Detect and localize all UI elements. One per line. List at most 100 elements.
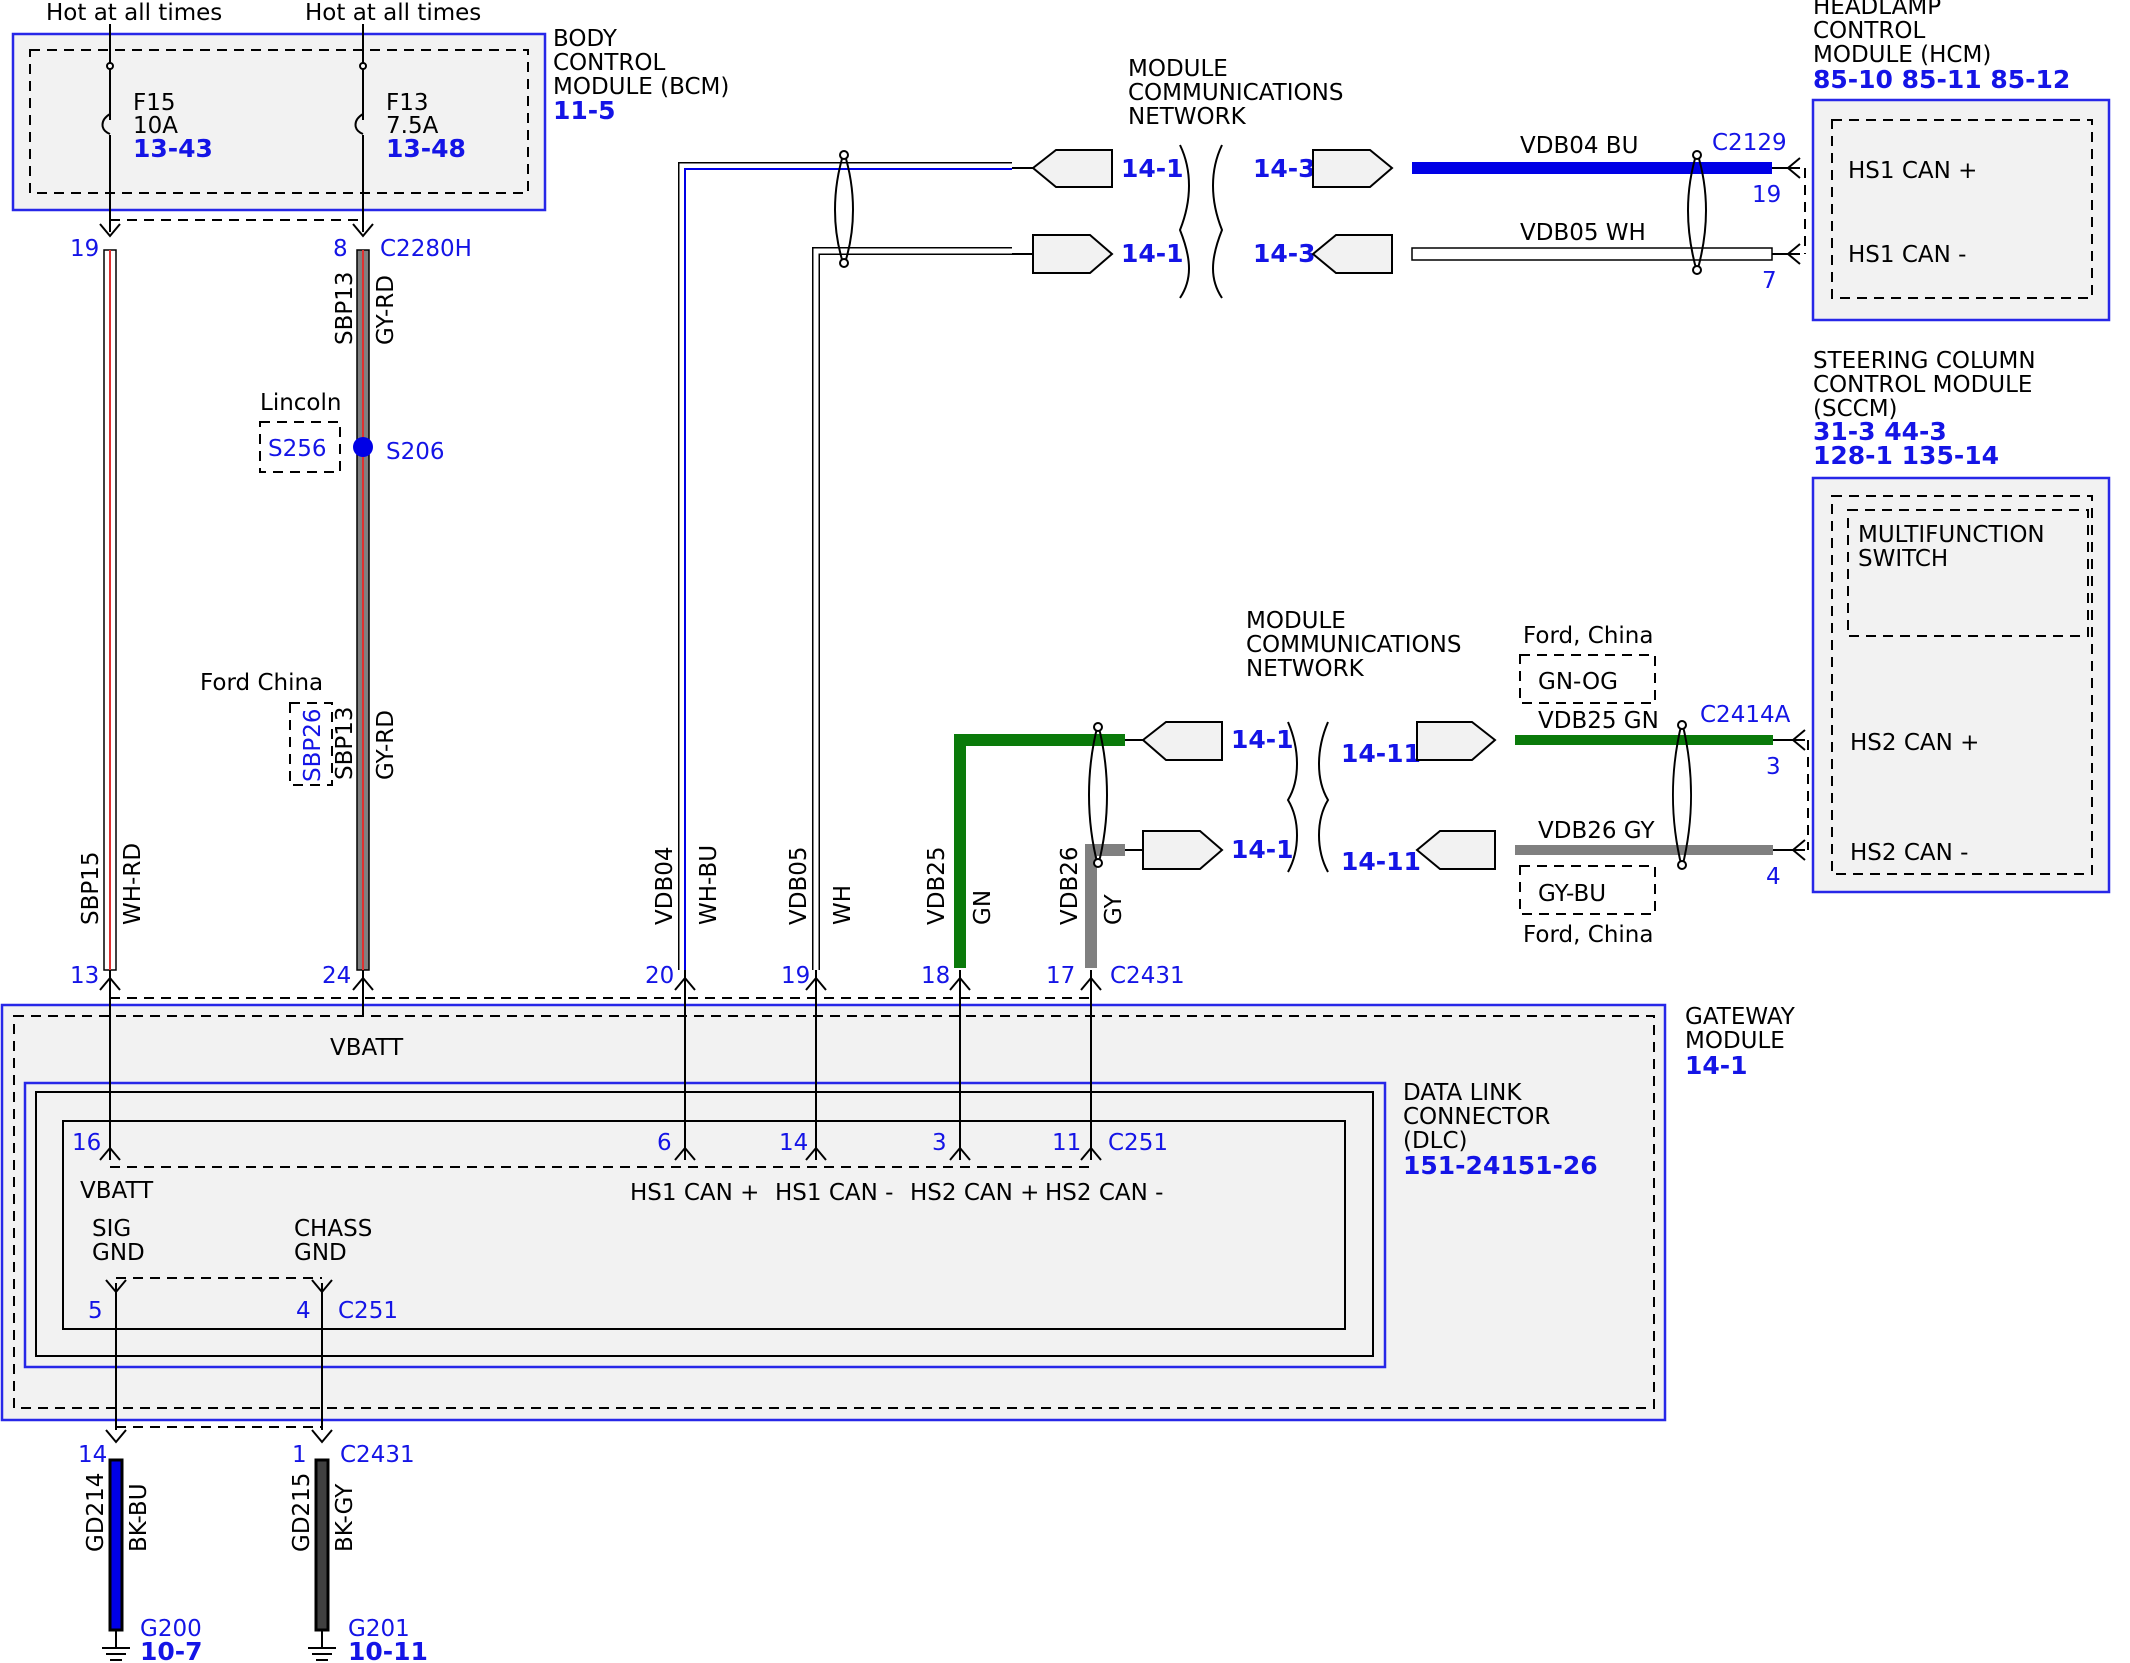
terminal-arrow-icon bbox=[1791, 729, 1806, 751]
wire-gd215-label: GD215 bbox=[289, 1473, 315, 1552]
hcm-module: HEADLAMP CONTROL MODULE (HCM) 85-10 85-1… bbox=[1811, 0, 2111, 322]
dlc-ref: 151-24151-26 bbox=[1403, 1151, 1598, 1180]
connector-shape-icon bbox=[1031, 149, 1113, 188]
break-mark-icon bbox=[1318, 721, 1330, 873]
dlc-pin-16: 16 bbox=[72, 1130, 101, 1156]
ford-china-label-1: Ford, China bbox=[1523, 623, 1653, 649]
break-mark-icon bbox=[1178, 144, 1190, 299]
connector-shape-icon bbox=[1311, 234, 1393, 274]
wire-bk-bu-label: BK-BU bbox=[126, 1483, 152, 1552]
dlc-chass-label-1: CHASS bbox=[294, 1216, 372, 1242]
lincoln-label: Lincoln bbox=[260, 390, 341, 416]
fuse-f13-rating: 7.5A bbox=[386, 113, 439, 139]
sccm-refs-2: 128-1 135-14 bbox=[1813, 441, 1999, 470]
connector-shape-icon bbox=[1032, 234, 1114, 274]
wire-wh-label: WH bbox=[830, 885, 856, 925]
wire-vdb05-wh bbox=[1411, 247, 1773, 261]
hot-at-all-times-label-1: Hot at all times bbox=[46, 0, 222, 26]
mcn2-line-1: MODULE bbox=[1246, 608, 1346, 634]
dlc-pin-14: 14 bbox=[779, 1130, 808, 1156]
wire-wh-rd-label: WH-RD bbox=[120, 843, 146, 925]
module-comm-network-1: MODULE COMMUNICATIONS NETWORK 14-1 14-1 … bbox=[1031, 56, 1394, 299]
ground-g201-ref: 10-11 bbox=[348, 1637, 428, 1663]
wire-sbp26-label: SBP26 bbox=[300, 708, 326, 782]
sccm-title-line-2: CONTROL MODULE bbox=[1813, 372, 2032, 398]
connector-c2431-gw: C2431 bbox=[1110, 963, 1185, 989]
wire-vdb25-gn bbox=[1515, 735, 1773, 745]
ground-g200-ref: 10-7 bbox=[140, 1637, 203, 1663]
connector-c2129: C2129 bbox=[1712, 130, 1787, 156]
wire-vdb05-vertical-label: VDB05 bbox=[786, 847, 812, 926]
bcm-title-line-2: CONTROL bbox=[553, 50, 666, 76]
wire-sbp13-label-bottom: SBP13 bbox=[332, 706, 358, 780]
ground-pin-1: 1 bbox=[292, 1442, 307, 1468]
mcn1-left-ref-2: 14-1 bbox=[1121, 239, 1184, 268]
connector-c2431-ground: C2431 bbox=[340, 1442, 415, 1468]
bcm-ref: 11-5 bbox=[553, 96, 616, 125]
ground-pin-14: 14 bbox=[78, 1442, 107, 1468]
bcm-title-line-1: BODY bbox=[553, 26, 618, 52]
hcm-pin-hs1-can-plus: HS1 CAN + bbox=[1848, 158, 1977, 184]
wire-vdb04-bu bbox=[1412, 162, 1772, 174]
pin-8-bcm: 8 bbox=[333, 236, 348, 262]
fuse-f13-name: F13 bbox=[386, 90, 429, 116]
connector-c251-ground: C251 bbox=[338, 1298, 398, 1324]
splice-s206 bbox=[353, 437, 373, 457]
wire-sbp13-label-top: SBP13 bbox=[332, 271, 358, 345]
wire-vdb25-gn-label: VDB25 GN bbox=[1538, 708, 1659, 734]
mcn2-left-ref-2: 14-1 bbox=[1231, 835, 1294, 864]
hot-at-all-times-label-2: Hot at all times bbox=[305, 0, 481, 26]
hcm-refs: 85-10 85-11 85-12 bbox=[1813, 65, 2070, 94]
multifunction-switch-line-2: SWITCH bbox=[1858, 546, 1948, 572]
wire-vdb04-bu-label: VDB04 BU bbox=[1520, 133, 1638, 159]
wire-gn-label: GN bbox=[970, 890, 996, 925]
dlc-pin-3: 3 bbox=[932, 1130, 947, 1156]
dlc-pin-4: 4 bbox=[296, 1298, 311, 1324]
wire-vdb04-vertical-label: VDB04 bbox=[652, 847, 678, 926]
sccm-title-line-1: STEERING COLUMN bbox=[1813, 348, 2036, 374]
dlc-hs1-can-plus: HS1 CAN + bbox=[630, 1180, 759, 1206]
connector-shape-icon bbox=[1142, 830, 1224, 870]
wire-gy-bu-label: GY-BU bbox=[1538, 881, 1606, 907]
ford-china-left-label: Ford China bbox=[200, 670, 323, 696]
dlc-title-line-3: (DLC) bbox=[1403, 1128, 1468, 1154]
twisted-pair-icon bbox=[1672, 721, 1692, 869]
splice-s206-label: S206 bbox=[386, 439, 445, 465]
mcn1-line-3: NETWORK bbox=[1128, 104, 1247, 130]
break-mark-icon bbox=[1212, 144, 1224, 299]
fuse-f13-ref: 13-48 bbox=[386, 134, 466, 163]
hcm-pin-hs1-can-minus: HS1 CAN - bbox=[1848, 242, 1966, 268]
gateway-title-line-2: MODULE bbox=[1685, 1028, 1785, 1054]
gw-pin-18: 18 bbox=[921, 963, 950, 989]
mcn2-left-ref-1: 14-1 bbox=[1231, 725, 1294, 754]
mcn2-line-2: COMMUNICATIONS bbox=[1246, 632, 1461, 658]
gateway-vbatt-label: VBATT bbox=[330, 1035, 404, 1061]
connector-shape-icon bbox=[1415, 830, 1496, 870]
wire-vdb25-vertical-label: VDB25 bbox=[924, 847, 950, 926]
terminal-arrow-icon bbox=[99, 223, 121, 238]
dlc-title-line-2: CONNECTOR bbox=[1403, 1104, 1550, 1130]
mcn2-line-3: NETWORK bbox=[1246, 656, 1365, 682]
wire-vdb26-gy-left bbox=[1085, 844, 1125, 968]
hcm-pin-7: 7 bbox=[1762, 268, 1777, 294]
wire-gd214 bbox=[108, 1458, 124, 1632]
dlc-pin-5: 5 bbox=[88, 1298, 103, 1324]
mcn1-right-ref-1: 14-3 bbox=[1253, 154, 1316, 183]
hcm-pin-19: 19 bbox=[1752, 182, 1781, 208]
gw-pin-13: 13 bbox=[70, 963, 99, 989]
dlc-hs1-can-minus: HS1 CAN - bbox=[775, 1180, 893, 1206]
wire-vdb05-wh-label: VDB05 WH bbox=[1520, 220, 1646, 246]
sccm-pin-hs2-can-plus: HS2 CAN + bbox=[1850, 730, 1979, 756]
dlc-sig-label-2: GND bbox=[92, 1240, 145, 1266]
ground-g201-icon bbox=[308, 1630, 336, 1661]
twisted-pair-icon bbox=[834, 151, 854, 267]
pin-19-bcm: 19 bbox=[70, 236, 99, 262]
sccm-module: STEERING COLUMN CONTROL MODULE (SCCM) 31… bbox=[1811, 348, 2111, 894]
fuse-f15-name: F15 bbox=[133, 90, 176, 116]
sccm-title-line-3: (SCCM) bbox=[1813, 396, 1898, 422]
wire-gd214-label: GD214 bbox=[83, 1473, 109, 1552]
mcn2-right-ref-1: 14-11 bbox=[1341, 739, 1421, 768]
dlc-hs2-can-minus: HS2 CAN - bbox=[1045, 1180, 1163, 1206]
dlc-chass-label-2: GND bbox=[294, 1240, 347, 1266]
